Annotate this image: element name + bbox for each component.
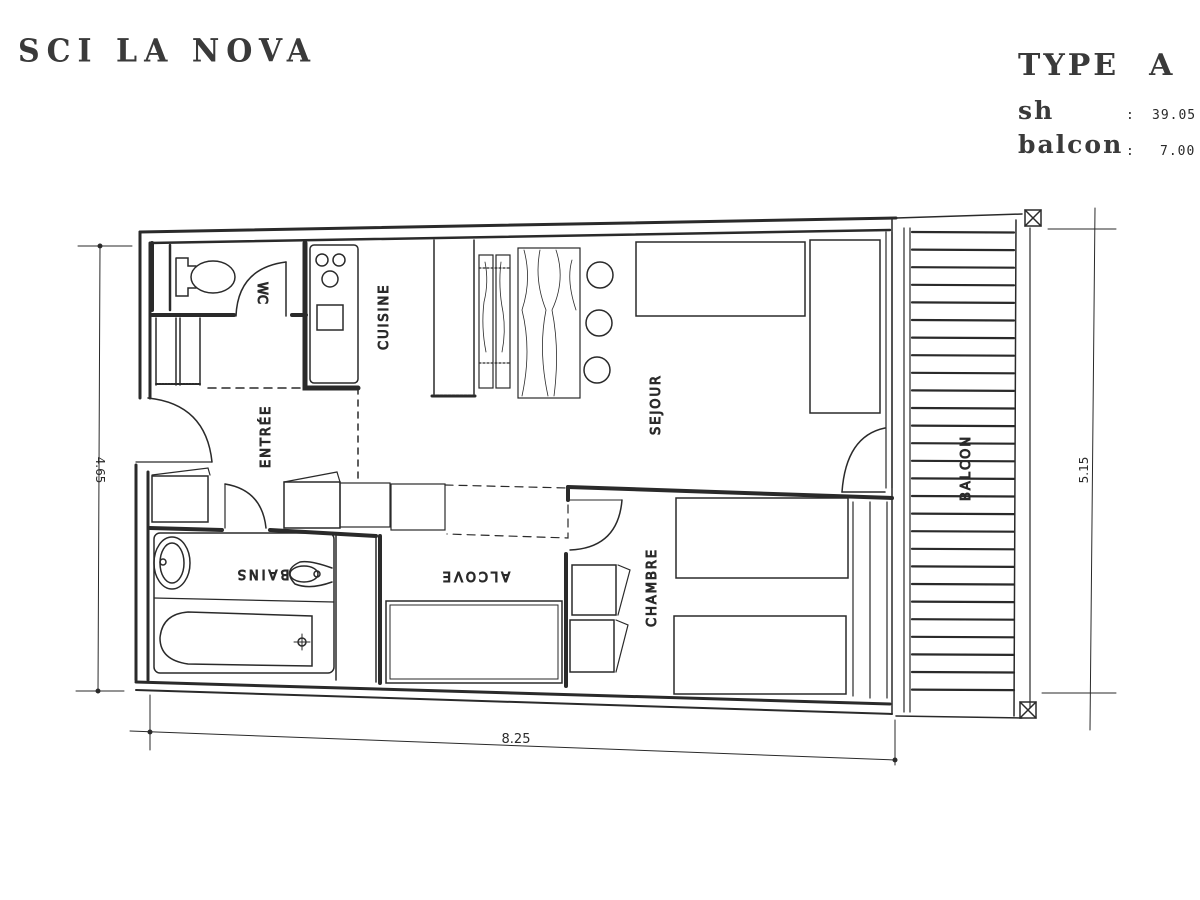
entrance-hall: ENTRÉE bbox=[135, 397, 569, 539]
bathroom: BAINS bbox=[148, 526, 382, 685]
dimension-label-bottom: 8.25 bbox=[502, 732, 531, 747]
apartment-type-title: TYPE A bbox=[1018, 48, 1175, 83]
balcony: BALCON bbox=[895, 209, 1042, 719]
bed-upper bbox=[675, 497, 849, 579]
type-label: TYPE bbox=[1018, 48, 1120, 83]
area-row-living-surface: sh : 39.05 bbox=[1018, 96, 1195, 125]
sofa-top bbox=[635, 241, 806, 317]
kitchen-room: CUISINE bbox=[302, 239, 478, 479]
type-letter: A bbox=[1149, 48, 1176, 83]
dining-table bbox=[517, 247, 581, 399]
project-title: SCI LA NOVA bbox=[18, 33, 318, 70]
stove-icon bbox=[315, 253, 346, 288]
washbasin-icon bbox=[153, 536, 191, 590]
room-label-cuisine: CUISINE bbox=[377, 284, 392, 350]
dimension-label-right: 5.15 bbox=[1077, 457, 1091, 484]
area-colon: : bbox=[1126, 144, 1134, 159]
entry-closets bbox=[155, 317, 301, 389]
shelf-unit bbox=[478, 254, 511, 389]
outer-walls bbox=[134, 216, 898, 715]
toilet-icon bbox=[175, 257, 236, 297]
area-label-sh: sh bbox=[1018, 96, 1055, 125]
alcove: ALCOVE bbox=[385, 568, 563, 684]
dimension-label-left: 4.65 bbox=[93, 457, 107, 484]
wc-room: WC bbox=[150, 241, 308, 317]
room-label-chambre: CHAMBRE bbox=[645, 548, 660, 627]
room-label-sejour: SEJOUR bbox=[649, 374, 664, 435]
sofa-right bbox=[809, 239, 881, 414]
bidet-icon bbox=[288, 560, 333, 588]
sink-icon bbox=[316, 304, 344, 331]
bathtub-icon bbox=[159, 611, 313, 667]
area-value-balcon: 7.00 bbox=[1160, 144, 1196, 159]
room-label-alcove: ALCOVE bbox=[440, 568, 510, 583]
room-label-bains: BAINS bbox=[235, 566, 290, 581]
area-label-balcon: balcon bbox=[1018, 130, 1124, 159]
area-colon: : bbox=[1126, 108, 1134, 123]
pillar-icon bbox=[1019, 209, 1042, 719]
area-row-balcony: balcon : 7.00 bbox=[1018, 130, 1194, 159]
area-value-sh: 39.05 bbox=[1152, 108, 1197, 123]
dimension-depth-left: 4.65 bbox=[75, 243, 133, 694]
entry-door-swing bbox=[147, 397, 213, 463]
room-label-entree: ENTRÉE bbox=[258, 405, 274, 468]
bed-lower bbox=[673, 615, 847, 695]
living-room: SEJOUR bbox=[478, 231, 893, 493]
room-label-wc: WC bbox=[254, 282, 269, 304]
dimension-depth-right: 5.15 bbox=[1041, 207, 1117, 731]
stools bbox=[583, 261, 614, 384]
balcony-slats bbox=[910, 230, 1016, 692]
bedroom: CHAMBRE bbox=[564, 485, 894, 699]
dimension-width-bottom: 8.25 bbox=[129, 694, 898, 766]
alcove-bed bbox=[385, 600, 563, 684]
room-label-balcon: BALCON bbox=[959, 435, 974, 501]
